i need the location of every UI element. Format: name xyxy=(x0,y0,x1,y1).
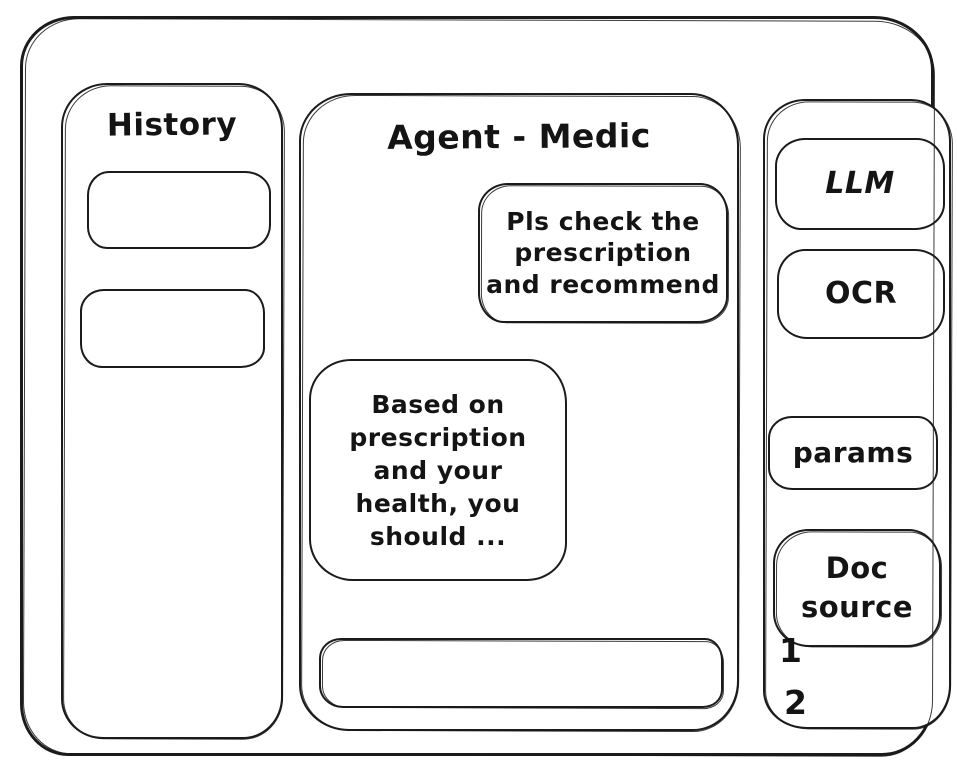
tool-button-ocr[interactable]: OCR xyxy=(777,249,945,339)
chat-input[interactable] xyxy=(335,646,711,700)
tool-button-llm[interactable]: LLM xyxy=(775,138,945,230)
message-bubble-assistant: Based on prescription and your health, y… xyxy=(309,359,567,581)
chat-title: Agent - Medic xyxy=(387,116,651,157)
history-item[interactable] xyxy=(87,171,271,249)
history-panel: History xyxy=(61,83,283,739)
history-title: History xyxy=(106,106,238,144)
app-window-frame: History Agent - Medic Pls check the pres… xyxy=(20,16,951,756)
tool-button-doc-source[interactable]: Doc source xyxy=(773,529,941,647)
message-bubble-user: Pls check the prescription and recommend xyxy=(478,183,728,323)
chat-input-box[interactable] xyxy=(319,638,723,708)
tools-panel: LLM OCR params Doc source 1 2 xyxy=(763,99,951,729)
doc-source-annotation-2: 2 xyxy=(784,683,808,722)
history-item[interactable] xyxy=(80,289,265,368)
tool-button-params[interactable]: params xyxy=(768,416,938,490)
doc-source-annotation-1: 1 xyxy=(779,631,803,670)
chat-panel: Agent - Medic Pls check the prescription… xyxy=(299,93,739,731)
